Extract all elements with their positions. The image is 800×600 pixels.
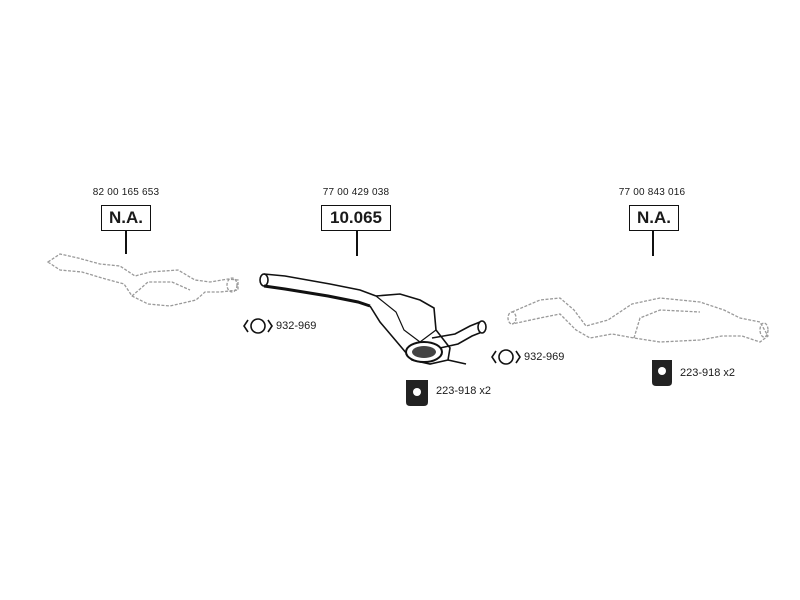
rubber-hanger-icon [652,360,672,386]
part-3-leader-line [652,230,654,256]
clamp-icon [491,349,521,365]
part-1-oem-number: 82 00 165 653 [92,187,160,198]
clamp-label-1: 932-969 [276,320,317,332]
part-2-leader-line [356,230,358,256]
clamp-icon [243,318,273,334]
part-3-oem-number: 77 00 843 016 [618,187,686,198]
rear-silencer-drawing [507,297,769,343]
hanger-label-1: 223-918 x2 [436,385,492,397]
part-2-code-box[interactable]: 10.065 [321,205,391,231]
part-3-code-box[interactable]: N.A. [629,205,679,231]
clamp-label-2: 932-969 [524,351,565,363]
part-1-code-box[interactable]: N.A. [101,205,151,231]
front-pipe-catalyst-drawing [46,253,239,307]
hanger-label-2: 223-918 x2 [680,367,736,379]
middle-silencer-drawing [259,273,487,365]
part-2-oem-number: 77 00 429 038 [322,187,390,198]
rubber-hanger-icon [406,380,428,406]
part-1-leader-line [125,230,127,254]
